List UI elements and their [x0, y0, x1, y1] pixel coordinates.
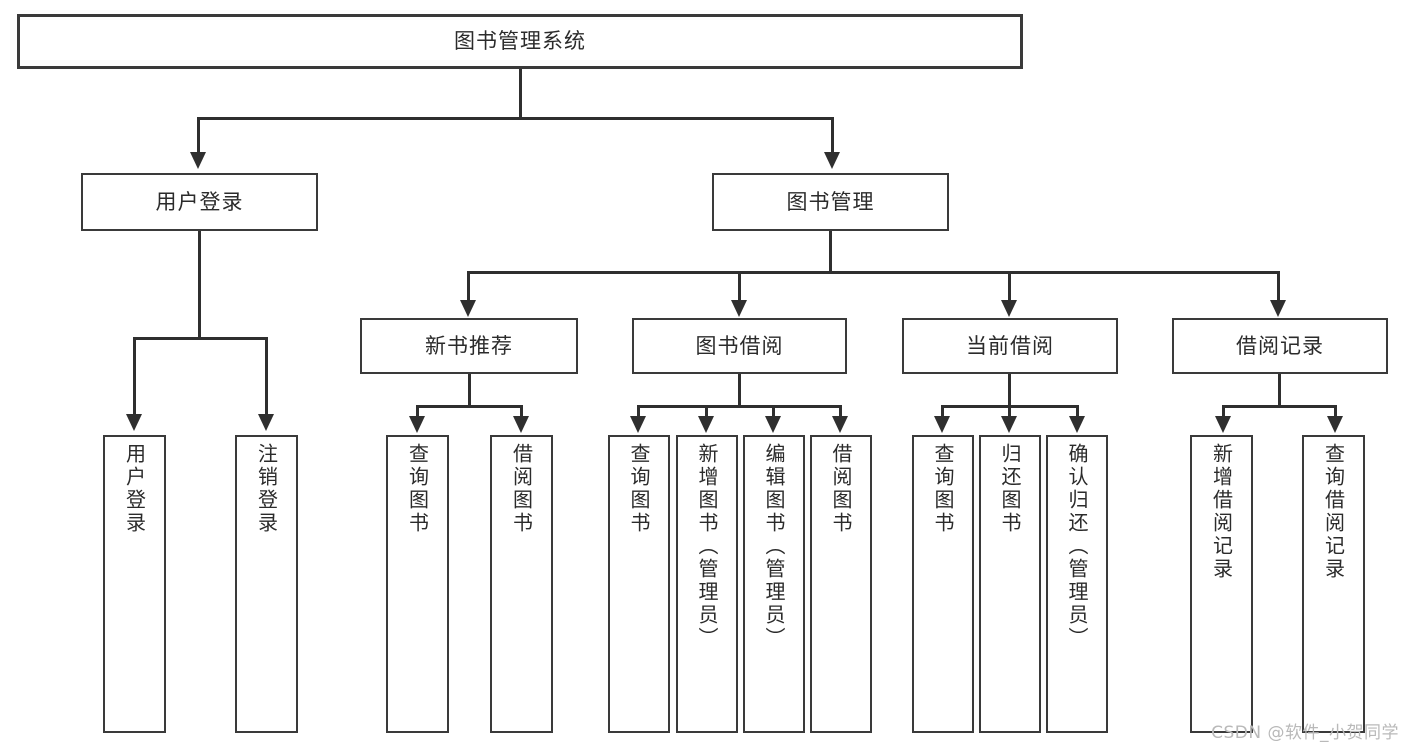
connector-drop-borrow-book-2 — [839, 405, 842, 419]
connector-drop-book-borrow — [738, 271, 741, 303]
leaf-node-query-book-2[interactable]: 查询图书 — [608, 435, 670, 733]
arrow-to-leaf-user-logout — [258, 414, 274, 431]
connector-new-book-rec-stem — [468, 374, 471, 407]
connector-book-borrow-stem — [738, 374, 741, 407]
leaf-node-add-borrow-record[interactable]: 新增借阅记录 — [1190, 435, 1253, 733]
node-label: 图书管理系统 — [454, 29, 586, 54]
node-label: 注销登录 — [254, 443, 279, 535]
node-user-login[interactable]: 用户登录 — [81, 173, 318, 231]
node-new-book-recommendation[interactable]: 新书推荐 — [360, 318, 578, 374]
node-label: 查询图书 — [627, 443, 651, 535]
arrow-to-query-book-1 — [409, 416, 425, 433]
connector-drop-add-book — [705, 405, 708, 419]
connector-drop-new-book-rec — [467, 271, 470, 303]
node-label: 查询图书 — [405, 443, 430, 535]
connector-drop-query-book-2 — [637, 405, 640, 419]
leaf-node-query-borrow-record[interactable]: 查询借阅记录 — [1302, 435, 1365, 733]
node-label: 新增图书（管理员） — [695, 443, 719, 650]
arrow-to-edit-book — [765, 416, 781, 433]
connector-drop-current-borrow — [1008, 271, 1011, 303]
leaf-node-confirm-return[interactable]: 确认归还（管理员） — [1046, 435, 1108, 733]
arrow-to-add-book — [698, 416, 714, 433]
connector-borrow-record-stem — [1278, 374, 1281, 407]
connector-current-borrow-stem — [1008, 374, 1011, 407]
leaf-node-edit-book[interactable]: 编辑图书（管理员） — [743, 435, 805, 733]
connector-user-login-bus — [133, 337, 267, 340]
node-current-borrow[interactable]: 当前借阅 — [902, 318, 1118, 374]
arrow-to-query-book-3 — [934, 416, 950, 433]
arrow-to-confirm-return — [1069, 416, 1085, 433]
connector-new-book-rec-bus — [416, 405, 523, 408]
connector-drop-user-login — [197, 117, 200, 155]
connector-drop-borrow-record — [1277, 271, 1280, 303]
node-label: 编辑图书（管理员） — [762, 443, 786, 650]
connector-book-borrow-bus — [637, 405, 842, 408]
arrow-to-borrow-book-2 — [832, 416, 848, 433]
leaf-node-user-login[interactable]: 用户登录 — [103, 435, 166, 733]
node-label: 图书借阅 — [695, 333, 784, 358]
node-root-book-management-system[interactable]: 图书管理系统 — [17, 14, 1023, 69]
node-label: 借阅记录 — [1236, 333, 1324, 358]
connector-drop-query-book-1 — [416, 405, 419, 419]
watermark-text: CSDN @软件_小贺同学 — [1211, 723, 1399, 743]
arrow-to-borrow-record — [1270, 300, 1286, 317]
connector-drop-query-record — [1334, 405, 1337, 419]
connector-drop-edit-book — [772, 405, 775, 419]
arrow-to-new-book-rec — [460, 300, 476, 317]
leaf-node-borrow-book-1[interactable]: 借阅图书 — [490, 435, 553, 733]
arrow-to-current-borrow — [1001, 300, 1017, 317]
node-label: 确认归还（管理员） — [1065, 443, 1089, 650]
arrow-to-return-book — [1001, 416, 1017, 433]
arrow-to-borrow-book-1 — [513, 416, 529, 433]
node-label: 借阅图书 — [509, 443, 534, 535]
connector-drop-add-record — [1222, 405, 1225, 419]
node-label: 图书管理 — [786, 189, 875, 214]
arrow-to-book-borrow — [731, 300, 747, 317]
node-label: 归还图书 — [998, 443, 1022, 535]
connector-borrow-record-bus — [1222, 405, 1337, 408]
connector-root-stem — [519, 69, 522, 118]
connector-level3-bus — [467, 271, 1280, 274]
leaf-node-user-logout[interactable]: 注销登录 — [235, 435, 298, 733]
arrow-to-add-record — [1215, 416, 1231, 433]
connector-book-mgmt-stem — [829, 231, 832, 272]
connector-drop-borrow-book-1 — [520, 405, 523, 419]
leaf-node-query-book-1[interactable]: 查询图书 — [386, 435, 449, 733]
node-label: 查询借阅记录 — [1321, 443, 1346, 581]
connector-drop-return-book — [1008, 405, 1011, 419]
node-label: 用户登录 — [122, 443, 147, 535]
node-borrow-record[interactable]: 借阅记录 — [1172, 318, 1388, 374]
connector-level2-bus — [197, 117, 834, 120]
leaf-node-add-book[interactable]: 新增图书（管理员） — [676, 435, 738, 733]
connector-user-login-stem — [198, 231, 201, 338]
node-label: 借阅图书 — [829, 443, 853, 535]
arrow-to-user-login — [190, 152, 206, 169]
connector-drop-book-mgmt — [831, 117, 834, 155]
node-label: 查询图书 — [931, 443, 955, 535]
leaf-node-query-book-3[interactable]: 查询图书 — [912, 435, 974, 733]
arrow-to-book-mgmt — [824, 152, 840, 169]
node-label: 新增借阅记录 — [1209, 443, 1234, 581]
leaf-node-borrow-book-2[interactable]: 借阅图书 — [810, 435, 872, 733]
arrow-to-query-book-2 — [630, 416, 646, 433]
leaf-node-return-book[interactable]: 归还图书 — [979, 435, 1041, 733]
node-label: 用户登录 — [155, 189, 244, 214]
node-book-borrow[interactable]: 图书借阅 — [632, 318, 847, 374]
connector-drop-leaf-user-login — [133, 337, 136, 417]
connector-drop-confirm-return — [1076, 405, 1079, 419]
connector-drop-query-book-3 — [941, 405, 944, 419]
node-label: 新书推荐 — [425, 333, 513, 358]
arrow-to-query-record — [1327, 416, 1343, 433]
connector-drop-leaf-user-logout — [265, 337, 268, 417]
node-book-management[interactable]: 图书管理 — [712, 173, 949, 231]
node-label: 当前借阅 — [966, 333, 1054, 358]
arrow-to-leaf-user-login — [126, 414, 142, 431]
